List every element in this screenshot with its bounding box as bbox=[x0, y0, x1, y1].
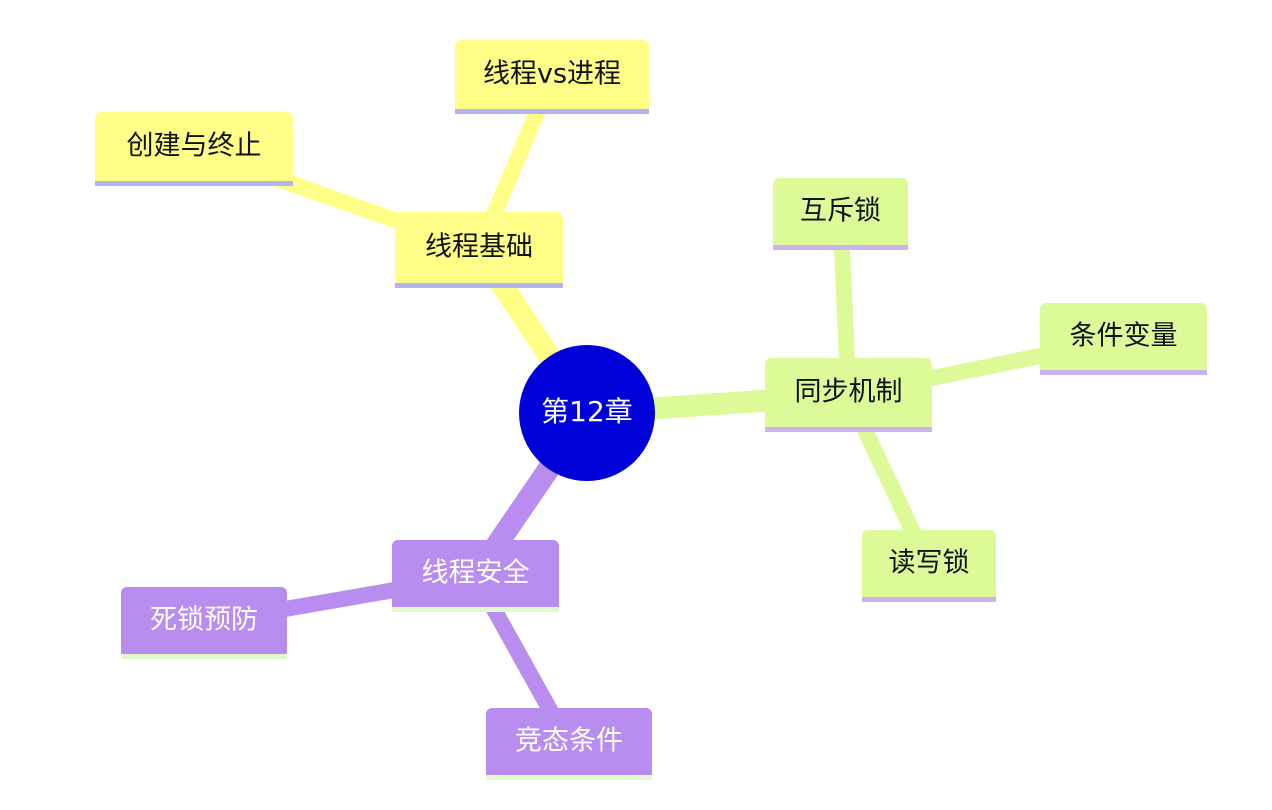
branch-3-child-1-label: 死锁预防 bbox=[150, 605, 258, 636]
branch-1-underline bbox=[395, 283, 563, 288]
root-node-circle bbox=[519, 345, 655, 481]
branch-2-child-1-box bbox=[773, 178, 908, 250]
branch-2-underline bbox=[765, 427, 932, 432]
branch-1-child-1[interactable]: 创建与终止 bbox=[95, 112, 293, 186]
branch-2-child-3[interactable]: 读写锁 bbox=[862, 530, 996, 602]
branch-1-child-2[interactable]: 线程vs进程 bbox=[455, 40, 649, 114]
branch-1-child-1-label: 创建与终止 bbox=[127, 131, 262, 162]
branch-3-child-1[interactable]: 死锁预防 bbox=[121, 587, 287, 659]
branch-3-underline bbox=[392, 607, 559, 612]
branch-1-child-2-label: 线程vs进程 bbox=[483, 59, 621, 90]
branch-2-child-2-box bbox=[1040, 303, 1207, 375]
branch-3-child-2-box bbox=[486, 708, 652, 780]
branch-1-child-2-box bbox=[455, 40, 649, 114]
edges-layer bbox=[191, 73, 1126, 748]
branch-3-child-1-underline bbox=[121, 654, 287, 659]
branch-2-child-3-box bbox=[862, 530, 996, 602]
branch-1-label: 线程基础 bbox=[425, 232, 533, 263]
branch-2-child-2[interactable]: 条件变量 bbox=[1040, 303, 1207, 375]
branch-3-label: 线程安全 bbox=[422, 558, 530, 589]
branch-3-child-1-box bbox=[121, 587, 287, 659]
branch-2-child-1-label: 互斥锁 bbox=[800, 196, 881, 227]
branch-1[interactable]: 线程基础 bbox=[395, 212, 563, 288]
branch-2-child-2-label: 条件变量 bbox=[1070, 321, 1178, 352]
branch-2-child-2-underline bbox=[1040, 370, 1207, 375]
branch-3-child-2[interactable]: 竞态条件 bbox=[486, 708, 652, 780]
branch-1-child-1-box bbox=[95, 112, 293, 186]
branch-1-child-2-underline bbox=[455, 109, 649, 114]
root-node-label: 第12章 bbox=[541, 395, 633, 428]
branch-2-box bbox=[765, 358, 932, 432]
branch-2-child-1-underline bbox=[773, 245, 908, 250]
root-node[interactable]: 第12章 bbox=[519, 345, 655, 481]
branch-3-box bbox=[392, 540, 559, 612]
branch-3-child-2-label: 竞态条件 bbox=[515, 726, 623, 757]
branch-3[interactable]: 线程安全 bbox=[392, 540, 559, 612]
branch-2-child-3-label: 读写锁 bbox=[889, 548, 970, 579]
branch-2-label: 同步机制 bbox=[795, 377, 903, 408]
branch-2-child-3-underline bbox=[862, 597, 996, 602]
branch-2[interactable]: 同步机制 bbox=[765, 358, 932, 432]
branch-1-box bbox=[395, 212, 563, 288]
branch-1-child-1-underline bbox=[95, 181, 293, 186]
branch-3-child-2-underline bbox=[486, 775, 652, 780]
branch-2-child-1[interactable]: 互斥锁 bbox=[773, 178, 908, 250]
